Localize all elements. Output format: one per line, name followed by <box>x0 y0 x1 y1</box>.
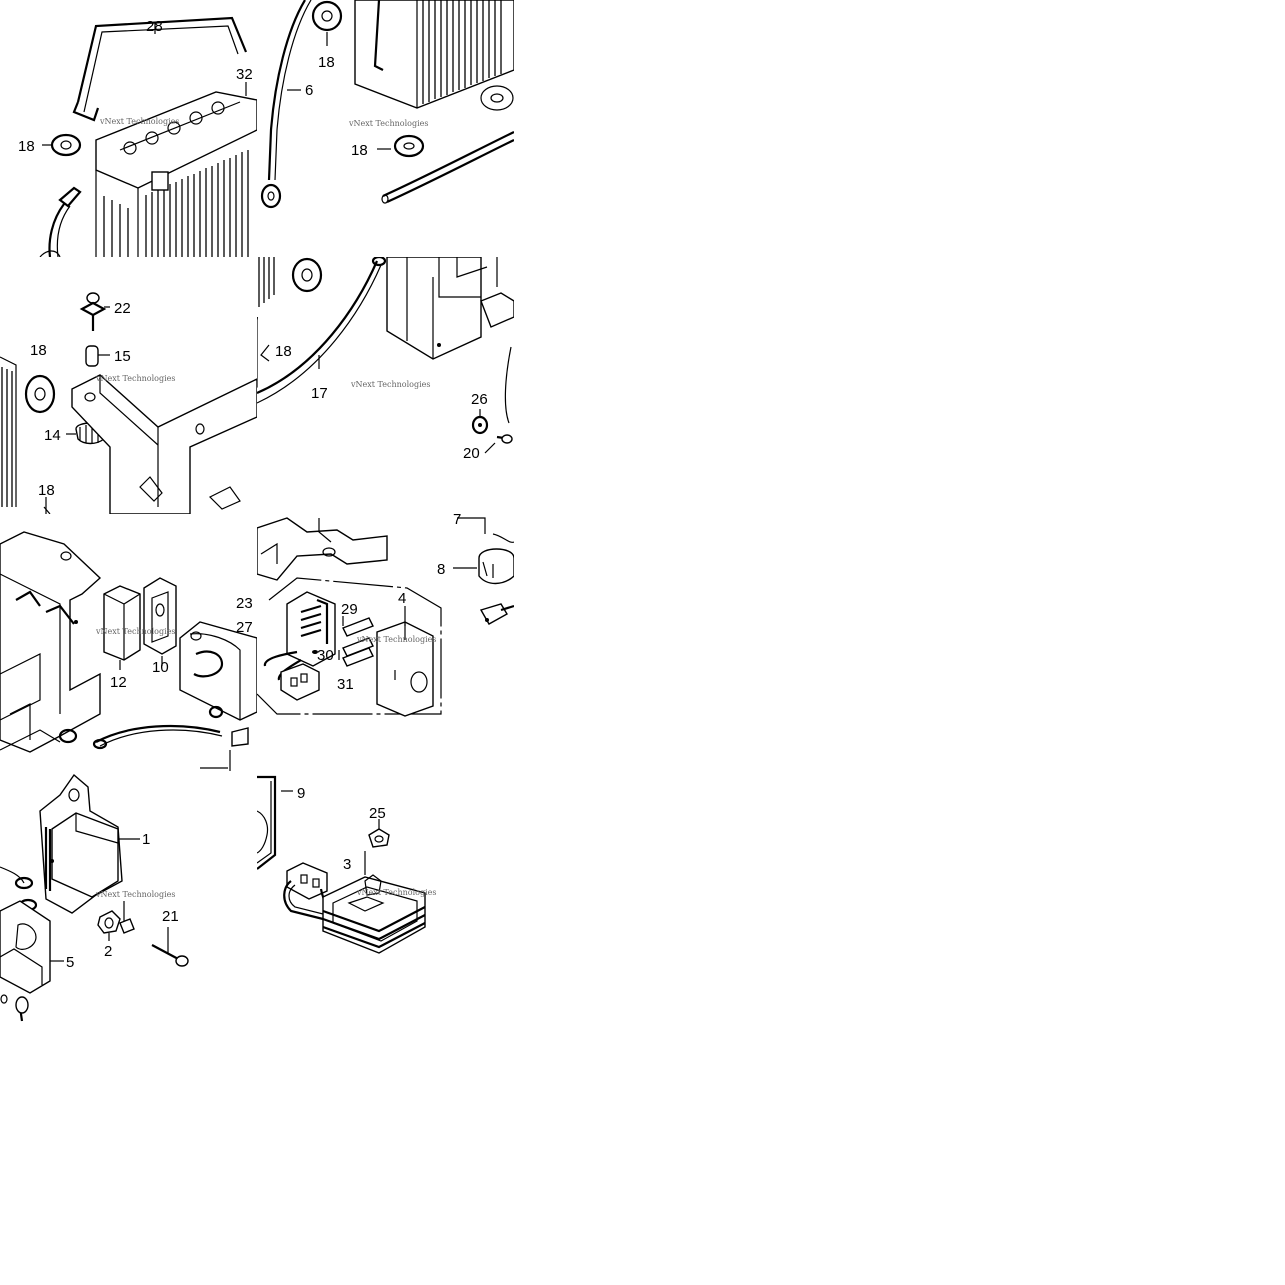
callout-5: 5 <box>66 954 74 971</box>
watermark: vNext Technologies <box>348 119 428 128</box>
cable-drawing: vNext Technologies 18 6 18 <box>260 0 514 209</box>
callout-17: 17 <box>311 385 328 402</box>
watermark: vNext Technologies <box>95 890 175 899</box>
callout-32: 32 <box>236 66 253 83</box>
tile-cable-17: vNext Technologies 16 18 17 26 20 <box>257 257 514 514</box>
callout-31: 31 <box>337 676 354 693</box>
callout-25: 25 <box>369 805 386 822</box>
callout-15: 15 <box>114 348 131 365</box>
callout-3: 3 <box>343 856 351 873</box>
callout-20: 20 <box>463 445 480 462</box>
tile-bracket: vNext Technologies 22 15 18 14 18 <box>0 257 257 514</box>
watermark: vNext Technologies <box>356 888 436 897</box>
callout-4: 4 <box>398 590 406 607</box>
callout-18: 18 <box>18 138 35 155</box>
rectifier-drawing: vNext Technologies 9 25 3 <box>257 775 436 954</box>
callout-18b: 18 <box>351 142 368 159</box>
callout-22: 22 <box>114 300 131 317</box>
callout-10: 10 <box>152 659 169 676</box>
tile-battery: vNext Technologies 28 32 18 <box>0 0 257 257</box>
callout-18b: 18 <box>38 482 55 499</box>
callout-27: 27 <box>236 619 253 636</box>
tile-rectifier: vNext Technologies 9 25 3 <box>257 771 514 1028</box>
callout-18: 18 <box>275 343 292 360</box>
callout-18: 18 <box>318 54 335 71</box>
regulator-drawing: vNext Technologies 1 5 2 21 <box>0 773 189 1022</box>
tile-cable: vNext Technologies 18 6 18 <box>257 0 514 257</box>
callout-29: 29 <box>341 601 358 618</box>
callout-28: 28 <box>146 18 163 35</box>
watermark: vNext Technologies <box>350 380 430 389</box>
cable17-drawing: vNext Technologies 16 18 17 26 20 <box>257 257 514 462</box>
battery-drawing: vNext Technologies 28 32 18 <box>18 16 257 257</box>
bracket-drawing: vNext Technologies 22 15 18 14 18 <box>0 292 257 514</box>
fuse-box-drawing: vNext Technologies 7 8 29 4 30 31 <box>257 514 514 717</box>
callout-12: 12 <box>110 674 127 691</box>
tile-fuse-box: vNext Technologies 7 8 29 4 30 31 <box>257 514 514 771</box>
callout-9: 9 <box>297 785 305 802</box>
callout-6: 6 <box>305 82 313 99</box>
callout-2: 2 <box>104 943 112 960</box>
tile-frame: vNext Technologies 23 27 12 10 <box>0 514 257 771</box>
callout-18: 18 <box>30 342 47 359</box>
watermark: vNext Technologies <box>95 627 175 636</box>
callout-8: 8 <box>437 561 445 578</box>
battery-edge <box>1 367 13 507</box>
tile-regulator: vNext Technologies 1 5 2 21 <box>0 771 257 1028</box>
battery-cells <box>103 150 249 257</box>
callout-23: 23 <box>236 595 253 612</box>
battery-corner <box>258 257 275 307</box>
callout-26: 26 <box>471 391 488 408</box>
watermark: vNext Technologies <box>99 117 179 126</box>
callout-7: 7 <box>453 514 461 528</box>
callout-21: 21 <box>162 908 179 925</box>
watermark: vNext Technologies <box>356 635 436 644</box>
frame-drawing: vNext Technologies 23 27 12 10 <box>0 531 257 771</box>
cell-hatching <box>422 0 502 104</box>
callout-14: 14 <box>44 427 61 444</box>
callout-30: 30 <box>317 647 334 664</box>
watermark: vNext Technologies <box>95 374 175 383</box>
callout-1: 1 <box>142 831 150 848</box>
